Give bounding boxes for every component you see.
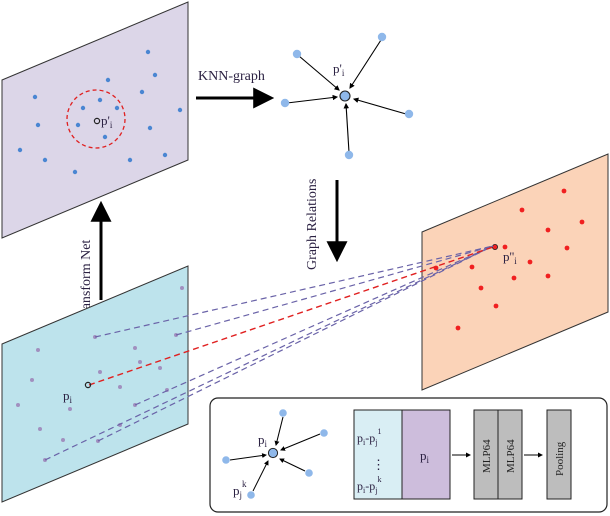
correspondence-lines [44, 245, 494, 461]
feature-block-label: pi [420, 448, 430, 465]
pooling-block [546, 409, 572, 500]
point-feature-block [401, 409, 451, 500]
top-plane-label: p'i [101, 113, 113, 130]
diff-bottom-label: pi-pjk [357, 475, 381, 495]
top-plane-points [17, 49, 183, 175]
star-center-label: p'i [333, 61, 345, 78]
neighborhood-circle [66, 89, 126, 149]
inset-center-point [267, 447, 279, 459]
right-plane-label: p''i [503, 249, 517, 266]
bottom-plane-shape [1, 265, 189, 503]
right-center-point [491, 243, 498, 250]
inset-neighbor-label: pjk [233, 479, 247, 500]
inset-center-label: pi [258, 432, 268, 449]
mlp-block-1 [473, 409, 499, 500]
mlp-1-label: MLP64 [481, 439, 493, 473]
knn-graph-label: KNN-graph [198, 69, 265, 84]
bottom-plane-label: pi [63, 388, 73, 405]
diff-dots: ⋮ [372, 457, 385, 472]
knn-star-graph: p'i [280, 32, 414, 160]
top-center-point [93, 117, 101, 125]
bottom-center-point [84, 381, 92, 389]
bottom-point-cloud-plane [1, 265, 189, 503]
pooling-label: Pooling [554, 441, 566, 476]
edge-conv-inset: pi pjk pi-pj1 ⋮ pi-pjk pi MLP64 MLP64 Po… [209, 397, 608, 513]
graph-relations-label: Graph Relations [305, 179, 320, 270]
mlp-block-2 [497, 409, 523, 500]
top-point-cloud-plane: p'i [1, 1, 189, 239]
diff-top-label: pi-pj1 [357, 427, 381, 447]
right-feature-plane: p''i [421, 153, 609, 391]
right-plane-shape [421, 153, 609, 391]
mlp-2-label: MLP64 [505, 439, 517, 473]
transform-net-label: Transform Net [79, 240, 94, 322]
star-center-point [339, 90, 351, 102]
